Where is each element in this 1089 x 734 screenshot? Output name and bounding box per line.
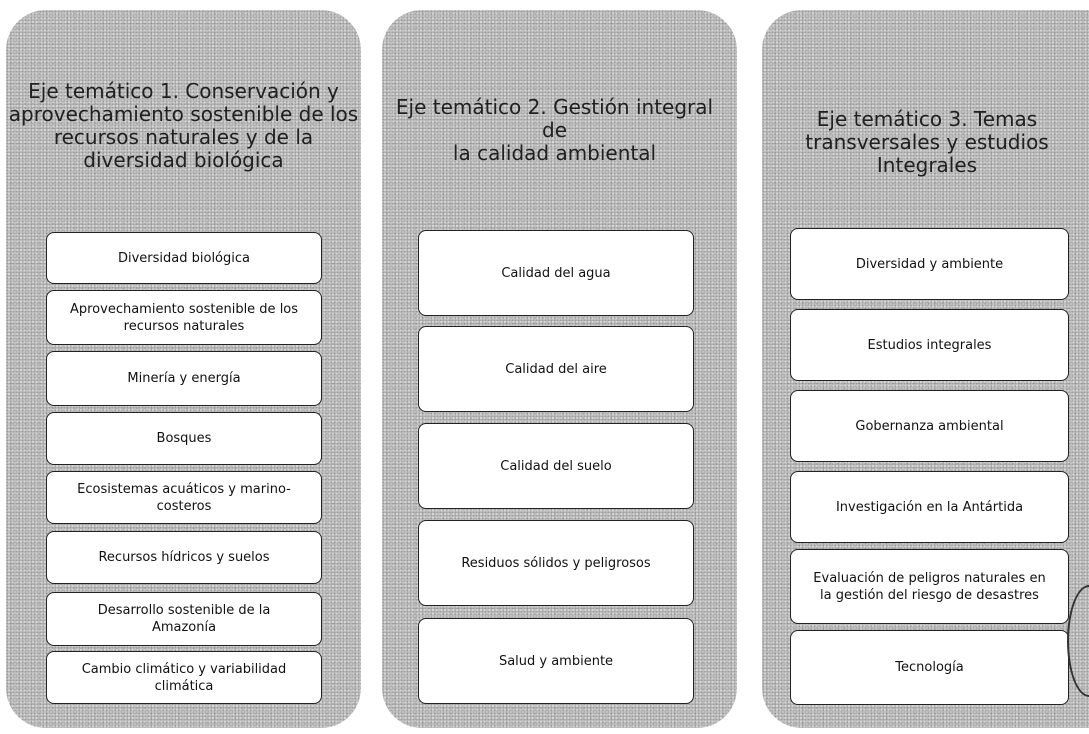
axis-1-item: Desarrollo sostenible de la Amazonía — [46, 592, 322, 646]
axis-3-item: Investigación en la Antártida — [790, 471, 1069, 543]
axis-3-item: Gobernanza ambiental — [790, 390, 1069, 462]
axis-3-title: Eje temático 3. Temas transversales y es… — [805, 107, 1049, 177]
axis-2-item: Salud y ambiente — [418, 618, 694, 704]
axis-2-item: Calidad del suelo — [418, 423, 694, 509]
axis-3-item: Evaluación de peligros naturales en la g… — [790, 549, 1069, 624]
axis-2-item: Residuos sólidos y peligrosos — [418, 520, 694, 606]
axis-2-item: Calidad del agua — [418, 230, 694, 316]
axis-1-item: Bosques — [46, 412, 322, 465]
axis-1-title: Eje temático 1. Conservación y aprovecha… — [8, 79, 359, 172]
axis-3-item: Tecnología — [790, 630, 1069, 705]
axis-1-item: Diversidad biológica — [46, 232, 322, 284]
axis-1-item: Ecosistemas acuáticos y marino- costeros — [46, 471, 322, 524]
axis-1-item: Minería y energía — [46, 351, 322, 406]
axis-2-item: Calidad del aire — [418, 326, 694, 412]
axis-1-item: Cambio climático y variabilidad climátic… — [46, 651, 322, 704]
axis-1-item: Recursos hídricos y suelos — [46, 531, 322, 584]
axis-3-item: Estudios integrales — [790, 309, 1069, 381]
axis-1-item: Aprovechamiento sostenible de los recurs… — [46, 290, 322, 345]
axis-3-item: Diversidad y ambiente — [790, 228, 1069, 300]
axis-2-title: Eje temático 2. Gestión integral de la c… — [395, 95, 714, 165]
